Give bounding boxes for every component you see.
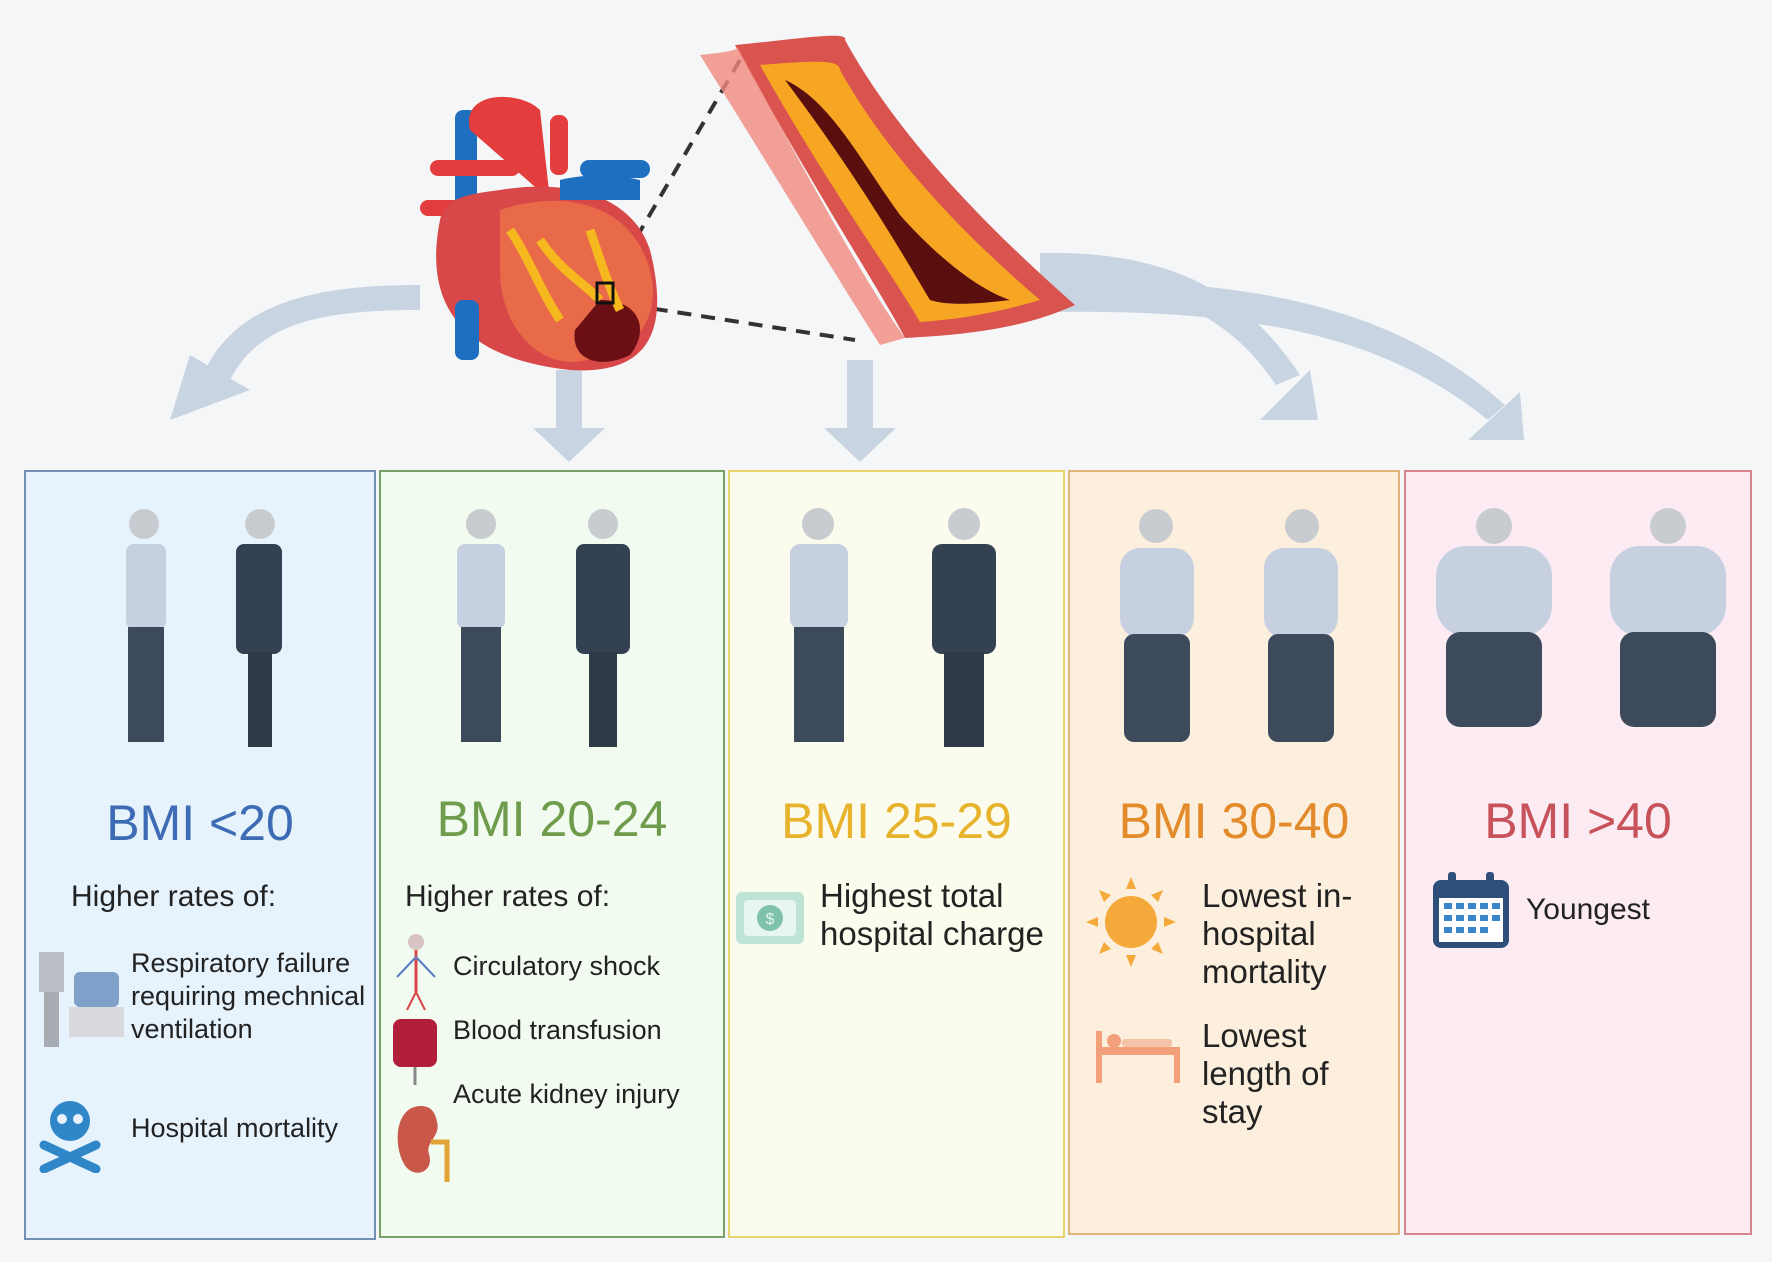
people-severely-obese-icon [1436, 508, 1726, 727]
list-item: Highest total hospital charge [820, 877, 1065, 953]
list-item: Blood transfusion [453, 1014, 723, 1047]
panel-bmi-20-24: BMI 20-24 Higher rates of: Circulatory s… [379, 470, 725, 1238]
sun-icon [1086, 877, 1176, 967]
bmi-label: BMI 20-24 [436, 791, 668, 847]
arrow-to-bmi-25-29 [824, 360, 896, 462]
list-item: Youngest [1526, 892, 1746, 929]
kidney-icon [397, 1106, 450, 1182]
list-item: Lowest length of stay [1202, 1017, 1392, 1131]
panel-bmi-gt40: BMI >40 Youngest [1404, 470, 1752, 1235]
list-item: Respiratory failure requiring mechnical … [131, 947, 376, 1046]
arrow-to-bmi-lt20 [170, 285, 420, 420]
list-item: Acute kidney injury [453, 1078, 723, 1111]
item-text: Blood transfusion [453, 1015, 662, 1045]
bmi-label: BMI 30-40 [1118, 793, 1350, 849]
section-heading: Higher rates of: [71, 880, 277, 913]
panel-bmi-25-29: BMI 25-29 $ Highest total hospital charg… [728, 470, 1065, 1238]
item-text: Lowest in-hospital mortality [1202, 877, 1353, 990]
people-obese-icon [1120, 509, 1338, 742]
money-icon: $ [736, 892, 804, 944]
item-text: Lowest length of stay [1202, 1017, 1329, 1130]
ventilator-icon [39, 952, 124, 1047]
item-text: Respiratory failure requiring mechnical … [131, 948, 366, 1044]
list-item: Hospital mortality [131, 1112, 376, 1145]
people-normal-weight-icon [457, 509, 630, 747]
svg-text:$: $ [766, 911, 775, 928]
item-text: Youngest [1526, 893, 1651, 926]
bmi-label: BMI 25-29 [781, 793, 1012, 849]
blood-bag-icon [393, 1019, 437, 1085]
circulatory-system-icon [396, 934, 436, 1011]
section-heading: Higher rates of: [405, 880, 611, 913]
arrow-to-bmi-20-24 [533, 370, 605, 462]
bmi-label: BMI <20 [106, 795, 294, 851]
people-underweight-icon [126, 509, 282, 747]
item-text: Highest total hospital charge [820, 877, 1044, 952]
heart-icon [420, 96, 658, 371]
calendar-icon [1433, 872, 1509, 948]
artery-plaque-icon [700, 35, 1075, 345]
people-overweight-icon [790, 508, 996, 747]
item-text: Hospital mortality [131, 1113, 339, 1143]
bmi-label: BMI >40 [1484, 793, 1672, 849]
hospital-bed-icon [1096, 1031, 1180, 1083]
item-text: Acute kidney injury [453, 1079, 680, 1109]
panel-bmi-30-40: BMI 30-40 Lowest in-hospital mortality L… [1068, 470, 1400, 1235]
skull-crossbones-icon [39, 1101, 101, 1173]
arrow-to-bmi-gt40 [1050, 281, 1524, 440]
list-item: Circulatory shock [453, 950, 723, 983]
arrow-to-bmi-30-40 [1040, 252, 1318, 420]
item-text: Circulatory shock [453, 951, 661, 981]
list-item: Lowest in-hospital mortality [1202, 877, 1392, 991]
heart-artery-illustration [170, 35, 1524, 462]
panel-bmi-lt20: BMI <20 Higher rates of: Respiratory fai… [24, 470, 376, 1240]
